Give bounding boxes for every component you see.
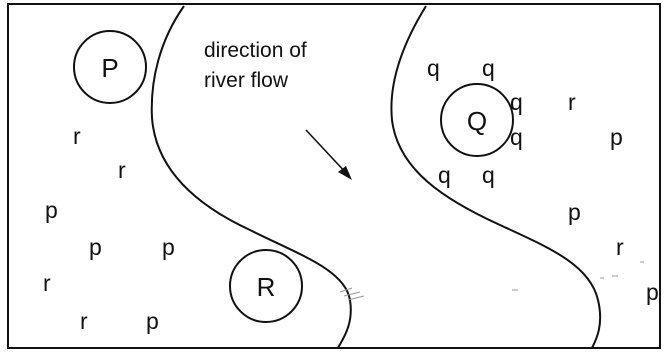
flow-caption-line2: river flow	[204, 69, 289, 92]
letter-p: p	[610, 124, 623, 150]
flow-arrow-icon	[305, 129, 352, 180]
letter-p: p	[568, 199, 581, 225]
letter-q: q	[482, 55, 495, 81]
letter-r: r	[73, 123, 81, 149]
left-river-bank	[150, 5, 352, 349]
letter-r: r	[118, 157, 126, 183]
letter-p: p	[162, 234, 175, 260]
letter-p: p	[646, 279, 659, 305]
letter-r: r	[80, 308, 88, 334]
letter-q: q	[510, 124, 523, 150]
letter-r: r	[568, 89, 576, 115]
letter-p: p	[89, 234, 102, 260]
circle-p: P	[73, 30, 147, 104]
diagram-frame	[7, 3, 661, 349]
circle-r-label: R	[257, 272, 276, 302]
circle-q-label: Q	[467, 106, 487, 136]
circle-p-label: P	[101, 53, 118, 83]
letter-q: q	[438, 162, 451, 188]
letter-q: q	[427, 55, 440, 81]
circle-q: Q	[440, 83, 514, 157]
flow-caption-line1: direction of	[204, 39, 307, 62]
letter-r: r	[43, 270, 51, 296]
letter-r: r	[616, 234, 624, 260]
right-river-bank	[390, 5, 602, 349]
smudge-marks	[339, 261, 644, 301]
letter-q: q	[510, 89, 523, 115]
circle-r: R	[229, 249, 303, 323]
q-letters: q q q q q q	[427, 55, 523, 188]
letter-p: p	[45, 197, 58, 223]
right-letters: r p p r p	[568, 89, 659, 305]
letter-p: p	[146, 308, 159, 334]
left-letters: r r p p p r r p	[43, 123, 175, 334]
letter-q: q	[482, 162, 495, 188]
